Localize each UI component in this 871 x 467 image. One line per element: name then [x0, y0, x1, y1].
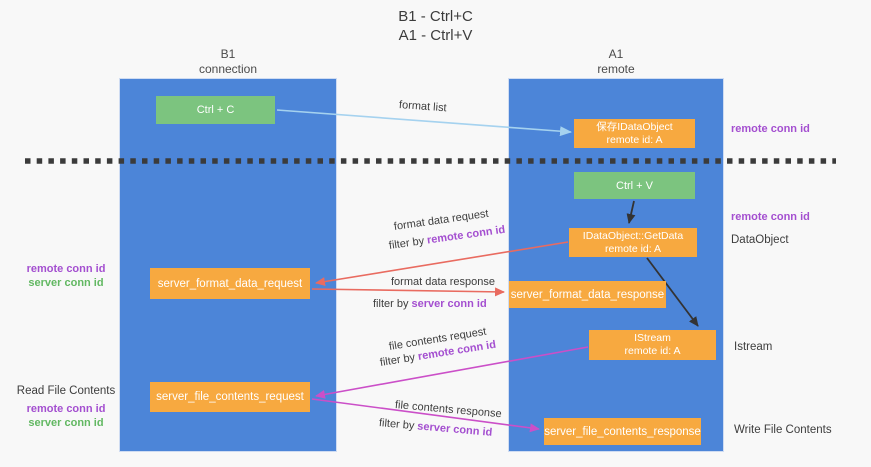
edge-label-format-data-response: format data response [391, 276, 495, 288]
diagram-title: B1 - Ctrl+C A1 - Ctrl+V [0, 7, 871, 45]
filter-by-text: filter by [373, 298, 409, 310]
lane-b1-name: B1 [220, 47, 236, 61]
arrow-format-data-request [315, 241, 569, 286]
node-server-format-data-response: server_format_data_response [509, 281, 666, 308]
node-ctrl-c: Ctrl + C [156, 96, 275, 124]
node-server-file-contents-response: server_file_contents_response [544, 418, 701, 445]
margin-conn-ids-format: remote conn id server conn id [16, 262, 116, 290]
lane-header-a1: A1 remote [508, 47, 724, 77]
node-server-format-data-request-label: server_format_data_request [157, 277, 303, 290]
node-server-format-data-request: server_format_data_request [150, 268, 310, 299]
node-idataobject-getdata-line1: IDataObject::GetData [582, 229, 684, 242]
arrow-format-data-response [311, 287, 505, 297]
margin-istream: Istream [734, 341, 773, 353]
arrow-ctrlv-to-getdata [626, 200, 636, 224]
node-server-file-contents-response-label: server_file_contents_response [544, 425, 701, 438]
node-istream: IStream remote id: A [589, 330, 716, 360]
title-line-1: B1 - Ctrl+C [398, 8, 473, 25]
remote-conn-id-label: remote conn id [26, 263, 106, 275]
node-save-idataobject-line1: 保存IDataObject [596, 120, 673, 133]
node-server-format-data-response-label: server_format_data_response [510, 288, 665, 301]
lane-b1-role: connection [198, 62, 258, 76]
margin-remote-conn-id-mid: remote conn id [731, 211, 810, 223]
node-save-idataobject: 保存IDataObject remote id: A [574, 119, 695, 148]
margin-dataobject: DataObject [731, 234, 789, 246]
node-ctrl-v: Ctrl + V [574, 172, 695, 199]
title-line-2: A1 - Ctrl+V [398, 27, 473, 44]
server-conn-id-label: server conn id [28, 417, 104, 429]
margin-read-file-contents-group: Read File Contents remote conn id server… [14, 384, 118, 430]
server-conn-id-text: server conn id [411, 298, 487, 310]
node-ctrl-c-label: Ctrl + C [196, 104, 235, 116]
remote-conn-id-label: remote conn id [26, 403, 106, 415]
node-istream-line1: IStream [634, 332, 671, 344]
margin-remote-conn-id-top: remote conn id [731, 123, 810, 135]
arrow-file-contents-request [315, 346, 589, 399]
lane-a1-role: remote [597, 62, 635, 76]
server-conn-id-label: server conn id [28, 277, 104, 289]
node-istream-line2: remote id: A [624, 345, 681, 357]
node-save-idataobject-line2: remote id: A [606, 133, 663, 146]
arrow-format-list [276, 109, 572, 137]
node-idataobject-getdata: IDataObject::GetData remote id: A [569, 228, 697, 257]
read-file-contents-label: Read File Contents [16, 385, 116, 397]
node-server-file-contents-request-label: server_file_contents_request [156, 391, 304, 403]
node-idataobject-getdata-line2: remote id: A [604, 242, 662, 255]
arrow-getdata-to-istream [646, 257, 699, 327]
lane-header-b1: B1 connection [119, 47, 337, 77]
lane-a1-name: A1 [608, 47, 624, 61]
arrow-file-contents-response [311, 398, 540, 433]
node-ctrl-v-label: Ctrl + V [616, 179, 653, 192]
margin-write-file-contents: Write File Contents [734, 424, 832, 436]
node-server-file-contents-request: server_file_contents_request [150, 382, 310, 412]
